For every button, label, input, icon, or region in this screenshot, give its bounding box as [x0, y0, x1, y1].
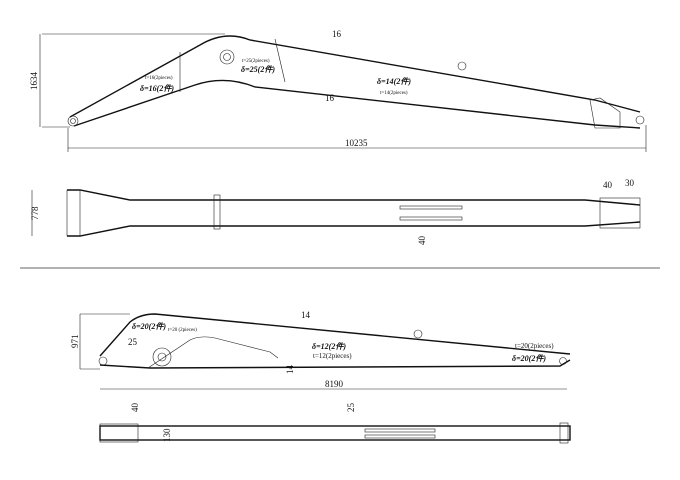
plate1-t: t=16(2pieces): [145, 76, 173, 81]
boom-dim-b: 30: [625, 178, 635, 188]
arm-dim-c: 25: [346, 403, 356, 413]
boom-dim-c: 40: [417, 236, 427, 246]
boom-plan-view: 778 40 30 40: [30, 178, 641, 246]
boom-height-dim: 1634: [29, 72, 39, 91]
arm-web-bottom: 14: [285, 365, 295, 375]
plate2-d: δ=25(2件): [241, 65, 275, 74]
boom-web-bottom: 16: [325, 93, 335, 103]
plate3-t: t=14(2pieces): [380, 91, 408, 96]
arm-plate3-d: δ=20(2件): [512, 354, 546, 363]
arm-plate2-t: t=12(2pieces): [313, 352, 352, 360]
boom-web-top: 16: [332, 29, 342, 39]
boom-width-dim: 778: [30, 206, 40, 220]
arm-plate1-d: δ=20(2件): [132, 322, 166, 331]
plate2-t: t=25(2pieces): [242, 59, 270, 64]
arm-web-top: 14: [301, 310, 311, 320]
arm-height-dim: 971: [70, 335, 80, 349]
arm-plate2-d: δ=12(2件): [312, 342, 346, 351]
arm-dim-a: 40: [130, 403, 140, 413]
arm-side-view: 971 8190 14 14 25 δ=20(2件) t=20 (2pieces…: [70, 310, 571, 390]
arm-dim-b: 130: [162, 428, 172, 442]
boom-length-dim: 10235: [345, 138, 368, 148]
arm-weld-dim: 25: [128, 337, 138, 347]
boom-dim-a: 40: [603, 180, 613, 190]
boom-side-view: 1634 10235 16 16 t=16(2pieces) δ=16(2件) …: [29, 29, 647, 152]
arm-plate3-t: t=20(2pieces): [515, 342, 554, 350]
arm-plan-view: 40 130 25: [99, 403, 571, 444]
plate3-d: δ=14(2件): [377, 77, 411, 86]
arm-length-dim: 8190: [325, 379, 344, 389]
plate1-d: δ=16(2件): [140, 84, 174, 93]
arm-plate1-t: t=20 (2pieces): [168, 328, 197, 333]
